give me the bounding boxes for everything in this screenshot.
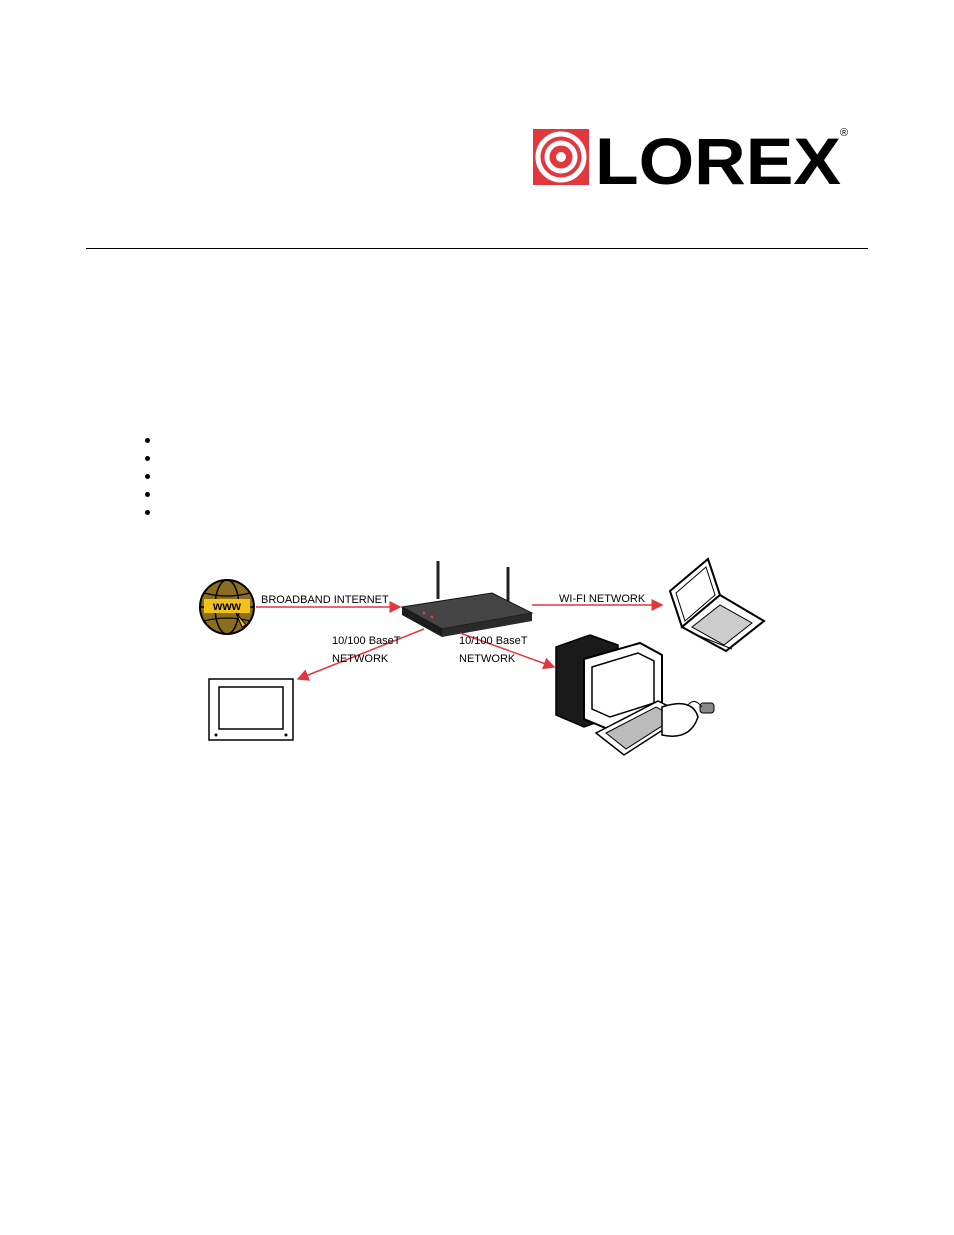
bullet-icon (145, 438, 150, 443)
header-divider (86, 248, 868, 249)
baset-right-arrow (459, 632, 556, 670)
baset-left-label-line2: NETWORK (332, 653, 389, 665)
baset-right-label-line1: 10/100 BaseT (459, 635, 528, 647)
bullet-icon (145, 474, 150, 479)
broadband-internet-label: BROADBAND INTERNET (261, 594, 389, 606)
internet-globe-icon: www (199, 579, 255, 635)
registered-mark: ® (840, 127, 848, 139)
lorex-logo-wordmark: LOREX (595, 126, 841, 190)
laptop-icon (668, 557, 766, 653)
bullet-icon (145, 492, 150, 497)
baset-left-label-line1: 10/100 BaseT (332, 635, 401, 647)
lorex-logo-mark (533, 129, 589, 185)
network-diagram: www BROADB (199, 557, 766, 756)
tv-monitor-icon (208, 678, 294, 741)
desktop-computer-icon (555, 634, 715, 756)
www-label: www (212, 599, 242, 613)
bullet-icon (145, 510, 150, 515)
baset-left-arrow (296, 628, 425, 681)
lorex-logo: LOREX ® (533, 126, 848, 190)
wifi-network-label: WI-FI NETWORK (559, 593, 646, 605)
baset-right-label-line2: NETWORK (459, 653, 516, 665)
bullet-icon (145, 456, 150, 461)
router-icon (400, 561, 534, 637)
